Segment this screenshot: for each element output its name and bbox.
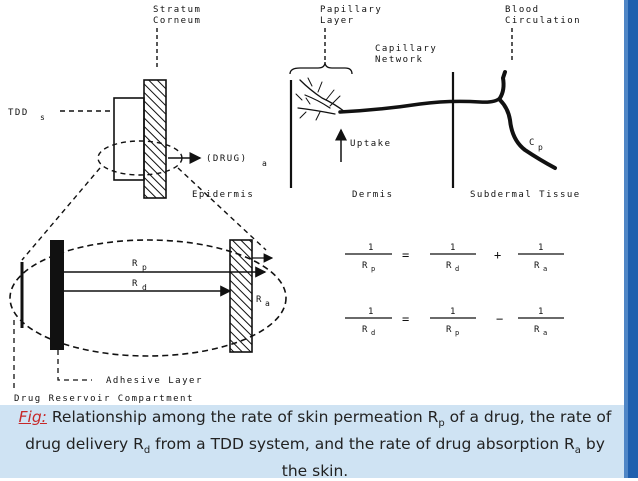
eq2-lhs-num: 1 xyxy=(368,307,373,317)
drug-reservoir-label: Drug Reservoir Compartment xyxy=(14,394,194,404)
stratum-corneum-hatched xyxy=(143,79,167,199)
eq1-t1-sub: d xyxy=(455,265,459,273)
eq1-lhs-num: 1 xyxy=(368,243,373,253)
caption-part-2: of a drug, the rate of drug delivery R xyxy=(25,408,612,454)
eq1-equals: = xyxy=(402,248,409,262)
subdermal-tissue-label: Subdermal Tissue xyxy=(470,190,581,200)
ra-label: R xyxy=(256,295,263,305)
rd-subscript: d xyxy=(142,283,148,292)
drug-subscript: a xyxy=(262,159,268,168)
capillary-network-drawing xyxy=(295,70,557,170)
caption-part-1: Relationship among the rate of skin perm… xyxy=(46,408,439,426)
equation-2: 1 R d = 1 R p − 1 R a xyxy=(345,307,564,337)
rp-subscript: p xyxy=(142,263,148,272)
adhesive-layer-leader xyxy=(57,350,92,381)
eq2-t2-r: R xyxy=(534,325,540,335)
eq1-plus: + xyxy=(494,248,501,262)
eq1-t1-r: R xyxy=(446,261,452,271)
ra-subscript: a xyxy=(265,299,271,308)
stratum-corneum-label-1: Stratum xyxy=(153,5,201,15)
eq2-t1-sub: p xyxy=(455,329,459,337)
eq1-lhs-r: R xyxy=(362,261,368,271)
capillary-network-label-1: Capillary xyxy=(375,44,437,54)
slide-accent-bar xyxy=(628,0,638,478)
stratum-corneum-enlarged xyxy=(229,239,253,353)
rp-label: R xyxy=(132,259,139,269)
eq2-lhs-sub: d xyxy=(371,329,375,337)
eq2-t1-r: R xyxy=(446,325,452,335)
epidermis-label: Epidermis xyxy=(192,190,254,200)
dermis-label: Dermis xyxy=(352,190,394,200)
zoom-line-left xyxy=(21,167,101,261)
eq1-t1-num: 1 xyxy=(450,243,455,253)
blood-circulation-label-2: Circulation xyxy=(505,16,581,26)
adhesive-layer-bar xyxy=(50,240,64,350)
adhesive-layer-label: Adhesive Layer xyxy=(106,376,203,386)
figure-caption: Fig: Relationship among the rate of skin… xyxy=(10,407,620,481)
equation-1: 1 R p = 1 R d + 1 R a xyxy=(345,243,564,273)
eq2-equals: = xyxy=(402,312,409,326)
tdd-subscript: s xyxy=(40,113,46,122)
eq2-t2-num: 1 xyxy=(538,307,543,317)
eq1-t2-r: R xyxy=(534,261,540,271)
zoom-line-right xyxy=(177,167,267,251)
papillary-layer-label-1: Papillary xyxy=(320,5,382,15)
caption-sub-3: a xyxy=(574,445,581,457)
eq2-lhs-r: R xyxy=(362,325,368,335)
papillary-brace xyxy=(289,61,353,75)
cp-label: C xyxy=(529,138,536,148)
stratum-corneum-label-2: Corneum xyxy=(153,16,201,26)
blood-circulation-label-1: Blood xyxy=(505,5,540,15)
eq1-lhs-sub: p xyxy=(371,265,375,273)
uptake-label: Uptake xyxy=(350,139,392,149)
caption-part-4: by the skin. xyxy=(281,435,605,481)
eq2-minus: − xyxy=(496,312,503,326)
slide-accent-bar-inner xyxy=(624,0,628,478)
fig-label: Fig: xyxy=(18,408,47,426)
eq1-t2-sub: a xyxy=(543,265,547,273)
rd-label: R xyxy=(132,279,139,289)
zoom-ellipse-large xyxy=(9,239,287,357)
caption-sub-1: p xyxy=(438,418,445,430)
caption-sub-2: d xyxy=(143,445,151,457)
caption-background xyxy=(0,405,624,478)
eq2-t1-num: 1 xyxy=(450,307,455,317)
eq1-t2-num: 1 xyxy=(538,243,543,253)
tdd-label: TDD xyxy=(8,108,29,118)
eq2-t2-sub: a xyxy=(543,329,547,337)
drug-label: (DRUG) xyxy=(206,154,248,164)
capillary-network-label-2: Network xyxy=(375,55,423,65)
papillary-layer-label-2: Layer xyxy=(320,16,355,26)
tdd-device-body xyxy=(113,97,145,181)
caption-part-3: from a TDD system, and the rate of drug … xyxy=(150,435,575,454)
cp-subscript: p xyxy=(538,143,544,152)
